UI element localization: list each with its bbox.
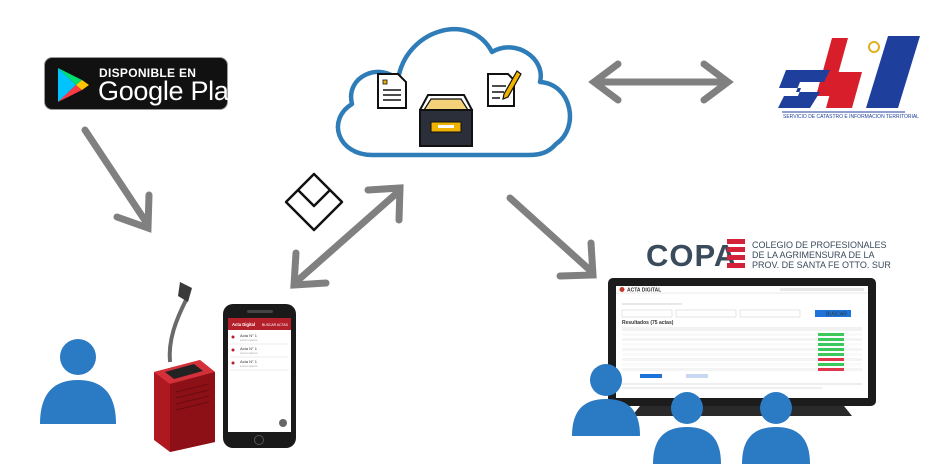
person-icon [653, 392, 721, 464]
person-icon [40, 339, 116, 424]
document-icon [377, 73, 407, 109]
google-play-line2: Google Play [98, 76, 242, 106]
copa-subtitle-line: PROV. DE SANTA FE OTTO. SUR [752, 260, 891, 270]
phone-list-item-sub: Lorem ipsum [240, 364, 258, 368]
google-play-icon [58, 68, 89, 102]
google-play-badge[interactable]: DISPONIBLE EN Google Play [44, 57, 242, 110]
monitor-results-heading: Resultados (75 actas) [622, 320, 674, 326]
copa-subtitle-line: COLEGIO DE PROFESIONALES [752, 240, 887, 250]
sici-logo: SERVICIO DE CATASTRO E INFORMACION TERRI… [778, 36, 920, 120]
phone-app-title: Acta Digital [232, 322, 255, 327]
cloud-icon [335, 26, 573, 158]
publish-arrow [506, 194, 597, 280]
person-icon [742, 392, 810, 464]
copa-logo-name: COPA [646, 238, 738, 273]
monitor-app-title: ACTA DIGITAL [627, 288, 661, 294]
sync-arrow-sici [588, 60, 734, 104]
copa-logo-bars [727, 239, 745, 271]
phone-list-item-sub: Lorem ipsum [240, 351, 258, 355]
monitor-search-button[interactable]: BUSCAR [826, 312, 847, 318]
kiosk-terminal-icon [154, 282, 215, 452]
google-play-line1: DISPONIBLE EN [99, 66, 197, 80]
download-arrow [81, 126, 153, 233]
smartphone-icon [223, 304, 296, 448]
phone-list-item-sub: Lorem ipsum [240, 338, 258, 342]
phone-list-item-title[interactable]: Acta N° 1 [240, 359, 258, 364]
phone-header-action[interactable]: BUSCAR ACTAS [262, 323, 289, 327]
monitor-icon [608, 278, 876, 416]
sync-arrow-mobile [290, 184, 404, 289]
person-icon [572, 364, 640, 436]
edit-document-icon [487, 70, 522, 107]
archive-drawer-icon [419, 94, 473, 147]
copa-subtitle-line: DE LA AGRIMENSURA DE LA [752, 250, 875, 260]
copa-subtitle: COLEGIO DE PROFESIONALES DE LA AGRIMENSU… [752, 240, 891, 270]
svg-text:SERVICIO DE CATASTRO E INFORMA: SERVICIO DE CATASTRO E INFORMACION TERRI… [783, 114, 919, 120]
envelope-icon [284, 172, 344, 232]
phone-list-item-title[interactable]: Acta N° 1 [240, 346, 258, 351]
phone-list-item-title[interactable]: Acta N° 1 [240, 333, 258, 338]
